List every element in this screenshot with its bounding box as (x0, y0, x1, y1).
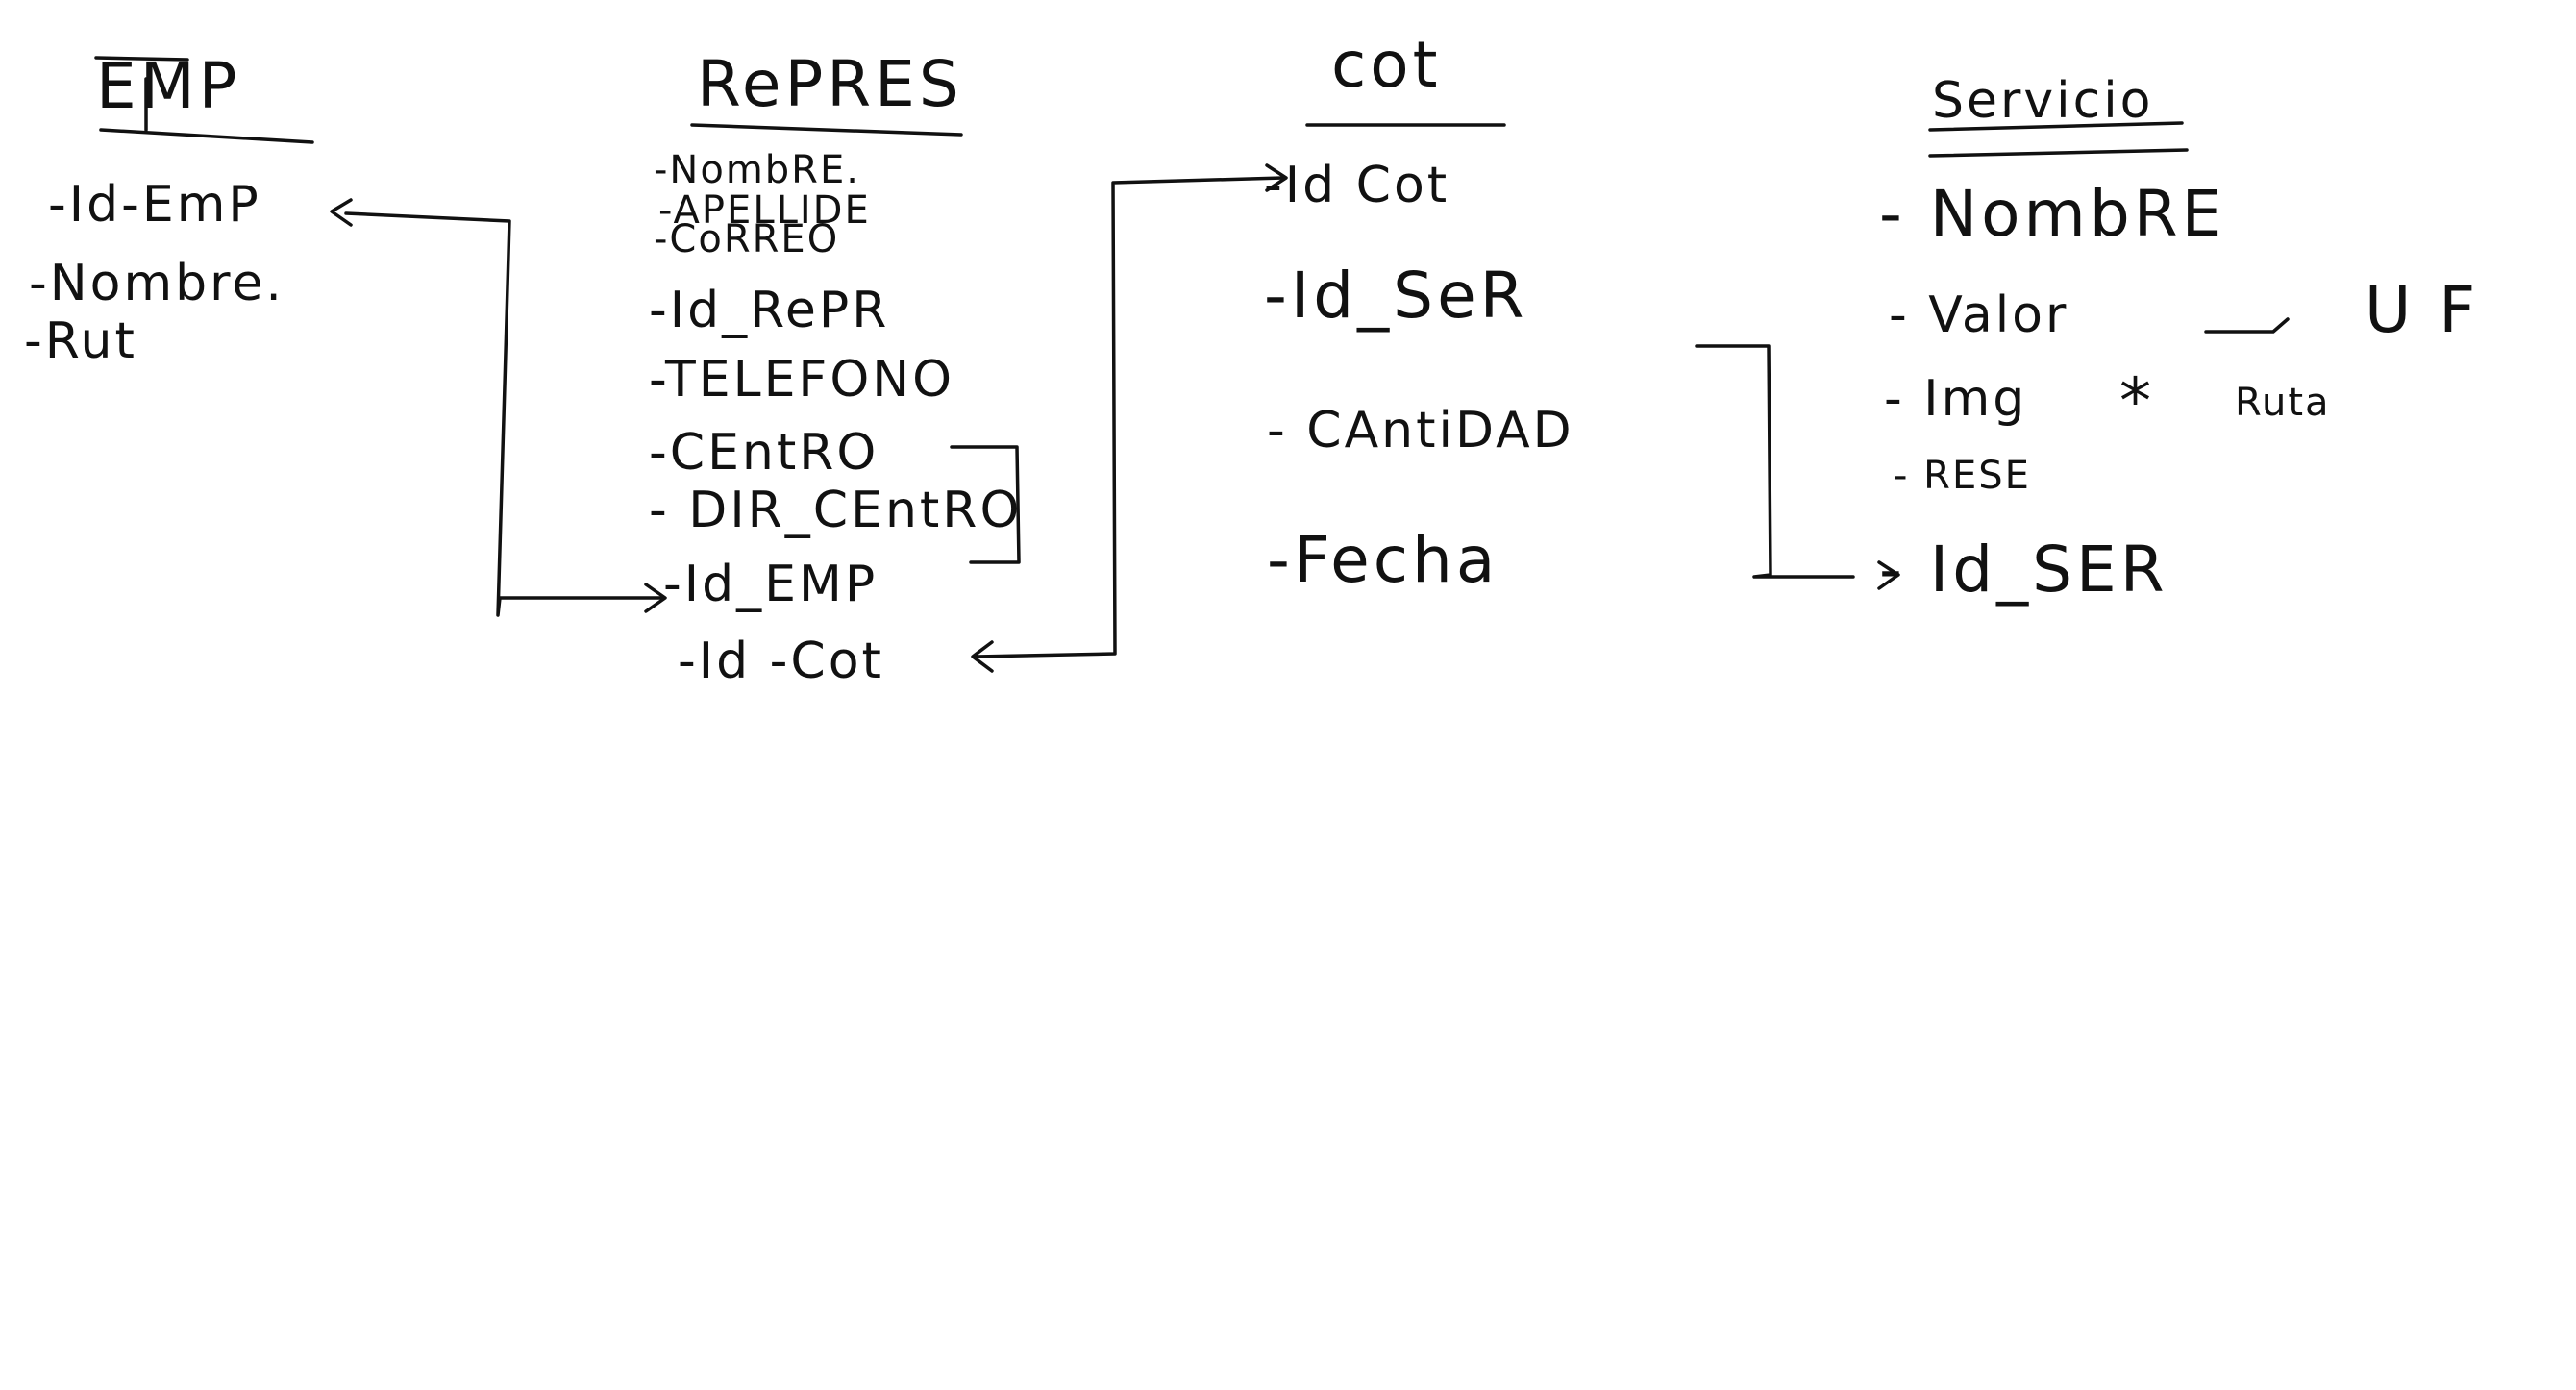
field-repres-dir-centro: - DIR_CEntRO (649, 482, 1022, 539)
entity-title-servicio: Servicio (1932, 72, 2153, 130)
arrow-valor-uf (2204, 317, 2290, 334)
field-emp-rut: -Rut (24, 312, 137, 370)
annotation-asterisk: * (2119, 364, 2155, 438)
arrowhead-repres-id-emp (644, 583, 667, 613)
field-servicio-nombre: - NombRE (1879, 177, 2225, 251)
field-emp-nombre: -Nombre. (29, 255, 285, 312)
field-cot-cantidad: - CAntiDAD (1267, 402, 1574, 459)
entity-title-repres: RePRES (697, 47, 963, 121)
relation-repres-cot (971, 163, 1288, 673)
field-repres-correo: -CoRREO (654, 217, 839, 261)
field-servicio-rese: - RESE (1894, 454, 2031, 498)
field-servicio-id-ser: - Id_SER (1879, 533, 2168, 607)
arrowhead-cot-id-cot (1265, 163, 1288, 192)
field-repres-centro: -CEntRO (649, 424, 879, 482)
connector-cot-servicio (1695, 344, 1855, 579)
connector-repres-cot (974, 176, 1285, 658)
arrowhead-servicio-id-ser (1877, 560, 1900, 590)
field-emp-id-emp: -Id-EmP (48, 176, 261, 234)
arrowhead-emp (330, 198, 353, 227)
field-repres-id-emp: -Id_EMP (663, 556, 878, 613)
field-servicio-valor: - Valor (1889, 286, 2068, 344)
entity-servicio: Servicio - NombRE - Valor - Img - RESE -… (1879, 72, 2479, 607)
entity-repres: RePRES -NombRE. -APELLIDE -CoRREO -Id_Re… (649, 47, 1022, 690)
field-cot-id-ser: -Id_SeR (1264, 259, 1528, 333)
header-overline-servicio (1928, 121, 2184, 132)
header-underline-repres (690, 123, 963, 137)
field-servicio-img: - Img (1884, 370, 2027, 428)
field-repres-telefono: -TELEFONO (649, 351, 954, 409)
field-repres-id-cot: -Id -Cot (678, 633, 884, 690)
field-cot-fecha: -Fecha (1267, 523, 1499, 597)
annotation-uf: U F (2365, 273, 2479, 347)
bracket-centro (950, 445, 1021, 564)
annotation-ruta: Ruta (2235, 381, 2331, 425)
arrowhead-repres-id-cot (971, 640, 994, 673)
field-cot-id-cot: -Id Cot (1264, 157, 1449, 214)
field-repres-nombre: -NombRE. (654, 148, 860, 192)
field-repres-id-repr: -Id_RePR (649, 282, 889, 339)
field-repres-apellido: -APELLIDE (658, 188, 871, 233)
header-underline-servicio (1928, 148, 2189, 158)
entity-emp: EMP -Id-EmP -Nombre. -Rut (24, 49, 314, 370)
entity-title-emp: EMP (96, 49, 240, 123)
entity-cot: cot -Id Cot -Id_SeR - CAntiDAD -Fecha (1264, 28, 1574, 597)
title-overline-emp (94, 56, 189, 62)
entity-title-cot: cot (1331, 28, 1442, 102)
relation-emp-repres (330, 198, 667, 617)
connector-emp-repres (344, 211, 663, 617)
header-underline-emp (99, 128, 314, 144)
relation-cot-servicio (1695, 344, 1900, 590)
